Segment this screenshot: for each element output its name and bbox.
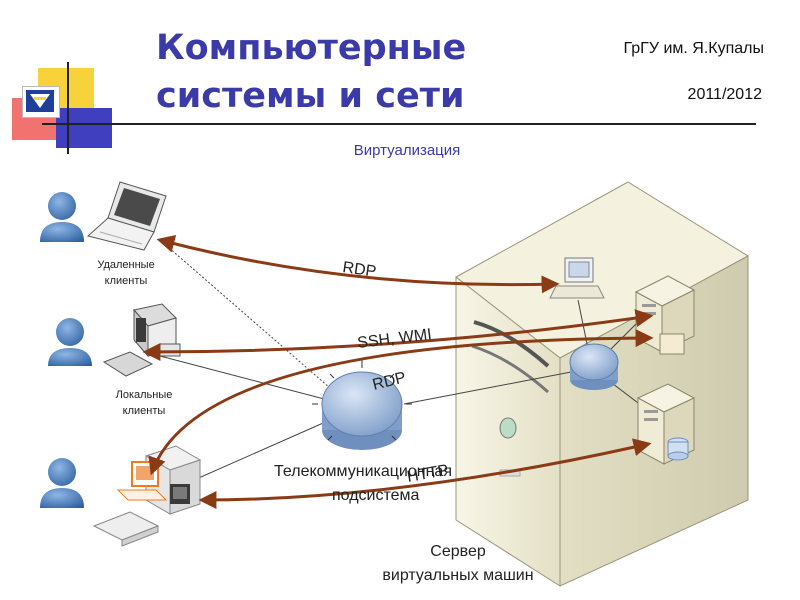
title-line-1: Компьютерные — [156, 28, 467, 68]
local-clients-label-2: клиенты — [123, 405, 166, 417]
local-clients-label-1: Локальные — [116, 389, 173, 401]
desktop-pc-icon — [102, 303, 181, 377]
laptop-icon — [86, 181, 167, 251]
user-icon-local — [48, 318, 92, 366]
protocol-arrows — [142, 234, 654, 509]
logo — [10, 62, 120, 154]
header-divider — [42, 123, 756, 125]
rdp-label-remote: RDP — [341, 259, 377, 281]
vm-terminal — [549, 257, 605, 299]
server-label-1: Сервер — [430, 543, 486, 560]
vm-server-2 — [636, 383, 696, 465]
year-label: 2011/2012 — [687, 86, 762, 103]
ssh-wmi-label: SSH, WMI — [356, 326, 432, 352]
remote-clients-label-2: клиенты — [105, 275, 148, 287]
web-clients-icon — [92, 445, 202, 547]
http-arrow — [198, 438, 652, 509]
rdp-label-local: RDP — [371, 369, 408, 394]
server-label-2: виртуальных машин — [382, 567, 533, 584]
header-vertical-rule — [67, 62, 69, 154]
title-line-2: системы и сети — [156, 76, 465, 116]
telecom-label-2: подсистема — [332, 487, 420, 504]
slide-subtitle: Виртуализация — [353, 142, 461, 159]
page-title: Компьютерные системы и сети — [156, 24, 466, 120]
http-label: HTTP — [406, 462, 450, 486]
user-icon-web — [40, 458, 84, 508]
university-emblem-icon — [26, 90, 54, 112]
server-hub — [569, 343, 619, 390]
remote-clients-label-1: Удаленные — [97, 259, 154, 271]
vm-server-1 — [634, 275, 696, 355]
rdp-arrow-local — [148, 329, 654, 476]
telecom-label-1: Телекоммуникационная — [274, 463, 452, 480]
rdp-arrow-remote — [156, 234, 560, 294]
user-icon-remote — [40, 192, 84, 242]
organization-label: ГрГУ им. Я.Купалы — [623, 40, 764, 57]
